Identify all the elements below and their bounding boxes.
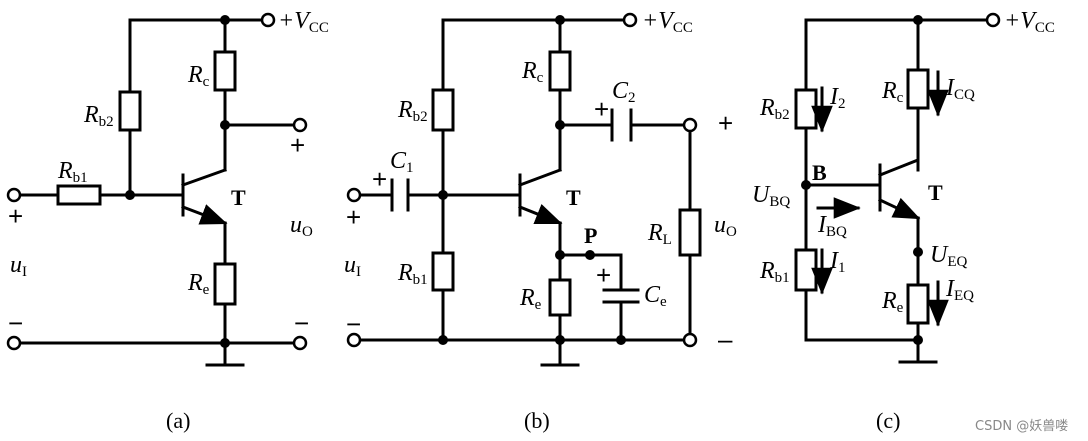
rc-label-c: Rc [881, 78, 904, 106]
transistor-label-a: T [231, 185, 246, 210]
resistor-rc-c [906, 68, 930, 110]
rb2-label-c: Rb2 [759, 95, 790, 123]
output-terminal-a [292, 117, 308, 133]
input-minus-a: − [8, 308, 23, 338]
output-ground-terminal-b [682, 332, 698, 348]
transistor-label-c: T [928, 180, 943, 205]
capacitor-c2-b [610, 108, 633, 142]
icq-label: ICQ [945, 75, 975, 103]
ce-plus-b: + [596, 260, 611, 290]
rc-label-a: Rc [187, 62, 210, 90]
output-terminal-b [682, 117, 698, 133]
vcc-terminal-a [260, 12, 276, 28]
caption-b: (b) [524, 408, 550, 433]
i2-label: I2 [829, 84, 846, 112]
resistor-re-c [906, 283, 930, 325]
output-minus-b: – [718, 324, 733, 354]
resistor-rb1-b [431, 251, 455, 292]
rb2-label-b: Rb2 [397, 97, 428, 125]
node-b-label: B [812, 160, 827, 185]
circuit-b: +VCC Rb2 Rc Rb1 Re RL C1 C2 Ce + + + T P… [344, 8, 737, 433]
c2-label-b: C2 [612, 78, 636, 106]
ueq-label: UEQ [930, 242, 968, 270]
ground-terminal-b [346, 332, 362, 348]
c1-plus-b: + [372, 164, 387, 194]
vcc-label-b: +VCC [642, 8, 693, 36]
ground-terminal-right-a [292, 335, 308, 351]
caption-a: (a) [166, 408, 190, 433]
c2-plus-b: + [594, 94, 609, 124]
re-label-a: Re [187, 270, 210, 298]
resistor-rc-b [548, 50, 572, 92]
resistor-rb2-a [118, 90, 142, 132]
watermark: CSDN @妖兽喽 [975, 419, 1068, 434]
ground-terminal-left-a [6, 335, 22, 351]
vcc-terminal-c [985, 12, 1001, 28]
input-signal-label-a: uI [10, 252, 27, 280]
ubq-label: UBQ [752, 182, 790, 210]
input-signal-label-b: uI [344, 252, 361, 280]
output-signal-label-a: uO [290, 212, 313, 240]
input-terminal-b [346, 187, 362, 203]
input-minus-b: − [346, 309, 361, 339]
capacitor-c1-b [390, 178, 410, 212]
rl-label-b: RL [647, 220, 672, 248]
ibq-label: IBQ [817, 212, 847, 240]
ce-label-b: Ce [644, 282, 667, 310]
resistor-re-a [213, 262, 237, 306]
resistor-rb1-c [794, 248, 818, 292]
rb2-label-a: Rb2 [83, 102, 114, 130]
output-signal-label-b: uO [714, 212, 737, 240]
vcc-label-a: +VCC [278, 8, 329, 36]
circuit-c: +VCC Rb2 Rc Rb1 Re I2 ICQ I1 IEQ IBQ UBQ… [752, 8, 1055, 433]
circuit-a: +VCC Rb2 Rc Rb1 Re T + + − − uI uO (a) [6, 8, 329, 433]
rb1-label-b: Rb1 [397, 260, 428, 288]
output-minus-a: − [294, 308, 309, 338]
caption-c: (c) [876, 408, 900, 433]
node-p-label: P [584, 223, 597, 248]
re-label-b: Re [519, 285, 542, 313]
input-terminal-a [6, 187, 22, 203]
c1-label-b: C1 [390, 148, 414, 176]
rb1-label-a: Rb1 [57, 158, 88, 186]
resistor-rb1-a [56, 184, 102, 206]
vcc-label-c: +VCC [1004, 8, 1055, 36]
resistor-re-b [548, 278, 572, 317]
output-plus-b: + [718, 108, 733, 138]
capacitor-ce-b [602, 288, 640, 304]
vcc-terminal-b [622, 12, 638, 28]
i1-label: I1 [829, 248, 846, 276]
resistor-rl-b [678, 208, 702, 257]
resistor-rc-a [213, 50, 237, 92]
input-plus-b: + [346, 202, 361, 232]
output-plus-a: + [290, 130, 305, 160]
ieq-label: IEQ [945, 276, 974, 304]
rc-label-b: Rc [521, 58, 544, 86]
resistor-rb2-c [794, 88, 818, 130]
input-plus-a: + [8, 201, 23, 231]
resistor-rb2-b [431, 88, 455, 132]
rb1-label-c: Rb1 [759, 258, 790, 286]
re-label-c: Re [881, 288, 904, 316]
transistor-label-b: T [566, 185, 581, 210]
